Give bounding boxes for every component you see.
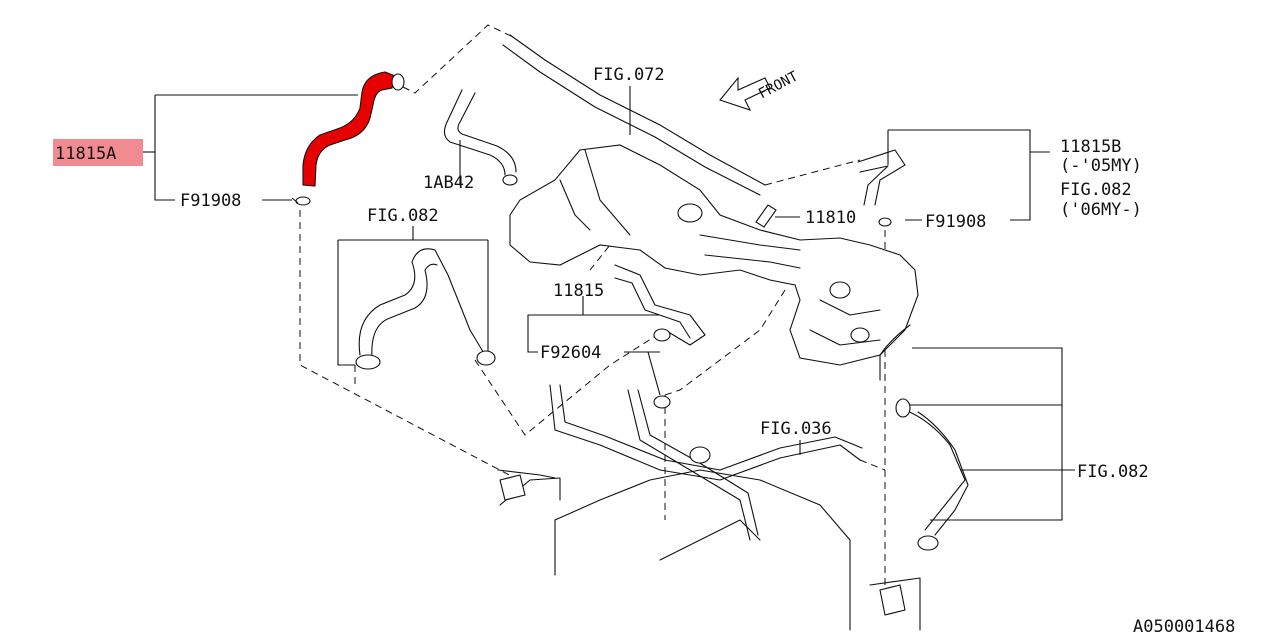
highlight-box [53, 139, 143, 166]
diagram-code: A050001468 [1133, 617, 1235, 636]
label-11810[interactable]: 11810 [805, 208, 856, 228]
label-1ab42[interactable]: 1AB42 [423, 173, 474, 193]
hose-11815a[interactable] [302, 71, 396, 187]
hose-11815[interactable] [614, 264, 706, 409]
intake-manifold [509, 144, 919, 366]
hose-11815a-end [391, 73, 405, 91]
label-11815b[interactable]: 11815B [1060, 137, 1121, 157]
label-fig082-top[interactable]: FIG.082 [367, 206, 439, 226]
engine-block [499, 469, 851, 631]
label-f91908-left[interactable]: F91908 [180, 191, 241, 211]
label-fig036[interactable]: FIG.036 [760, 419, 832, 439]
hose-11815b[interactable] [857, 149, 906, 227]
label-11815b-note: (-'05MY) [1060, 156, 1142, 176]
dashed-lines [299, 24, 886, 590]
label-fig082-right-note: ('06MY-) [1060, 200, 1142, 220]
label-front: FRONT [756, 68, 801, 102]
label-fig072[interactable]: FIG.072 [593, 65, 665, 85]
clamp-f91908-left[interactable] [291, 196, 311, 206]
front-arrow-icon [719, 76, 771, 111]
radiator-right [869, 577, 921, 631]
pipe-fig036[interactable] [549, 384, 863, 541]
label-fig082-right[interactable]: FIG.082 [1060, 180, 1132, 200]
label-fig082-bottom[interactable]: FIG.082 [1077, 462, 1149, 482]
label-f91908-right[interactable]: F91908 [925, 212, 986, 232]
hose-fig082-bottom[interactable] [879, 324, 969, 551]
label-f92604[interactable]: F92604 [540, 343, 601, 363]
label-11815[interactable]: 11815 [553, 281, 604, 301]
hose-fig082-top[interactable] [355, 248, 496, 370]
sensor-11810[interactable] [755, 204, 777, 228]
hose-1ab42[interactable] [443, 34, 766, 196]
label-11815a[interactable]: 11815A [55, 144, 116, 164]
radiator-left [497, 469, 556, 501]
